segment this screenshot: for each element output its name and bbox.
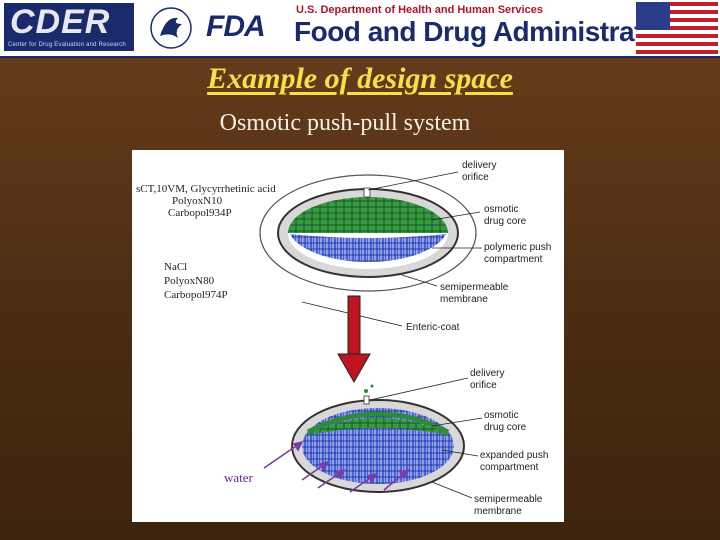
- formulation-top-1: sCT,10VM, Glycyrrhetinic acid: [136, 183, 276, 195]
- top-push-compartment: [290, 234, 446, 263]
- bottom-orifice-label-1: delivery: [470, 368, 505, 379]
- water-label: water: [224, 470, 253, 485]
- top-membrane-label-1: semipermeable: [440, 282, 509, 293]
- formulation-mid-2: PolyoxN80: [164, 275, 215, 287]
- bottom-push-label-1: expanded push: [480, 450, 549, 461]
- bottom-orifice-label-2: orifice: [470, 380, 497, 391]
- diagram-drawing: [259, 171, 483, 499]
- bottom-orifice: [363, 395, 370, 405]
- cder-logo: CDER Center for Drug Evaluation and Rese…: [4, 3, 134, 51]
- us-flag-icon: [636, 2, 718, 54]
- bottom-membrane-label-1: semipermeable: [474, 494, 543, 505]
- process-arrow-shaft: [347, 295, 361, 357]
- formulation-top-2: PolyoxN10: [172, 195, 223, 207]
- hhs-eagle-icon: [150, 7, 192, 49]
- top-push-label-1: polymeric push: [484, 242, 552, 253]
- formulation-top-3: Carbopol934P: [168, 207, 232, 219]
- bottom-membrane-label-2: membrane: [474, 506, 522, 517]
- fda-logo: FDA: [206, 10, 266, 43]
- water-arrows: [263, 440, 410, 493]
- top-drug-core: [288, 197, 448, 233]
- cder-logo-text: CDER: [10, 3, 111, 41]
- enteric-coat-outline: [259, 174, 477, 292]
- top-orifice-label-2: orifice: [462, 172, 489, 183]
- cder-logo-subtitle: Center for Drug Evaluation and Research: [8, 42, 126, 48]
- header-banner: CDER Center for Drug Evaluation and Rese…: [0, 0, 720, 58]
- bottom-core-label-2: drug core: [484, 422, 527, 433]
- top-core-label-2: drug core: [484, 216, 527, 227]
- top-membrane-label-2: membrane: [440, 294, 488, 305]
- formulation-mid-1: NaCl: [164, 261, 188, 273]
- top-orifice: [363, 187, 371, 198]
- slide-subtitle: Osmotic push-pull system: [219, 110, 471, 136]
- bottom-core-label-1: osmotic: [484, 410, 519, 421]
- top-orifice-label-1: delivery: [462, 160, 497, 171]
- bottom-drug-core: [304, 418, 452, 436]
- enteric-coat-label: Enteric-coat: [406, 322, 460, 333]
- formulation-mid-3: Carbopol974P: [164, 289, 228, 301]
- bottom-push-label-2: compartment: [480, 462, 539, 473]
- agency-name: Food and Drug Administration: [294, 16, 684, 47]
- slide-title: Example of design space: [207, 62, 513, 95]
- department-text: U.S. Department of Health and Human Serv…: [296, 4, 543, 16]
- top-push-label-2: compartment: [484, 254, 543, 265]
- osmotic-system-diagram: sCT,10VM, Glycyrrhetinic acid PolyoxN10 …: [132, 150, 564, 522]
- process-arrow-head: [337, 353, 371, 384]
- top-core-label-1: osmotic: [484, 204, 519, 215]
